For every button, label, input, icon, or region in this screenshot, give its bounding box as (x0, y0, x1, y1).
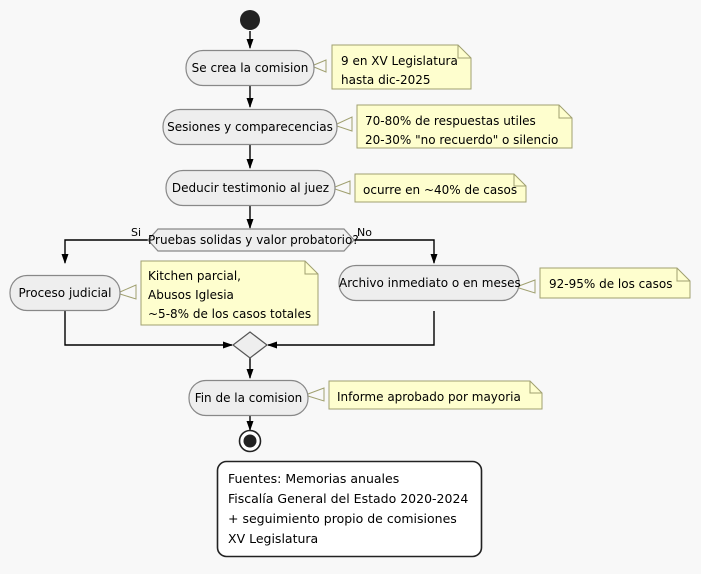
note-shape-sesiones[interactable] (356, 104, 573, 149)
note-connector-proceso (119, 284, 137, 300)
legend-box-shape (216, 460, 483, 558)
note-connector-crear (313, 59, 327, 73)
activity-shape-fin[interactable] (188, 379, 309, 417)
end-circle-dot-icon (243, 434, 257, 448)
activity-shape-deducir[interactable] (165, 169, 336, 207)
note-shape-archivo[interactable] (539, 267, 691, 299)
activity-shape-crear[interactable] (185, 49, 315, 87)
note-shape-fin[interactable] (328, 380, 543, 410)
note-shape-proceso[interactable] (140, 260, 319, 326)
activity-shape-sesiones[interactable] (162, 108, 338, 146)
note-shape-deducir[interactable] (354, 173, 527, 203)
note-connector-sesiones (336, 116, 353, 132)
edge-decision-no-to-archivo (353, 239, 438, 264)
note-connector-deducir (334, 180, 351, 195)
edge-archivo-to-merge (267, 311, 435, 349)
activity-shape-archivo[interactable] (338, 264, 520, 302)
merge-diamond-shape[interactable] (232, 331, 268, 359)
start-circle-icon (240, 10, 260, 30)
decision-shape[interactable] (147, 228, 355, 252)
edge-decision-yes-to-proceso (61, 239, 148, 264)
edge-proceso-to-merge (64, 311, 233, 349)
note-connector-fin (307, 387, 325, 402)
note-shape-crear[interactable] (331, 44, 472, 90)
note-connector-archivo (518, 279, 536, 294)
activity-shape-proceso[interactable] (9, 274, 121, 312)
